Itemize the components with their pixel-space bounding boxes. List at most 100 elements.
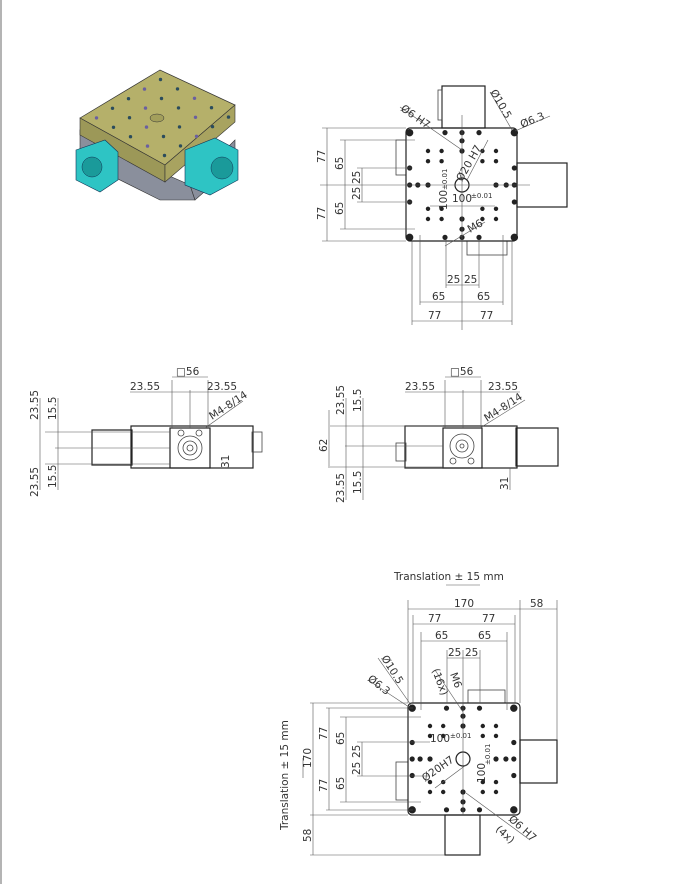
plate-hole [127,116,132,120]
side-view-right: □56 23.55 23.55 M4-8/14 23.55 15.5 23.55… [318,366,559,503]
plate-hole [111,125,116,129]
mounting-hole [493,756,499,762]
dim-label: 15.5 [352,389,364,412]
stage-body [404,425,518,469]
mounting-hole [427,733,433,739]
mounting-hole [409,739,415,746]
mounting-hole [405,233,414,242]
dim-label: 65 [334,157,346,170]
mounting-hole [417,756,423,762]
dim-label: 23.55 [335,385,347,415]
tolerance-label: ±0.01 [484,744,492,765]
mounting-hole [493,159,499,164]
hole-label: Ø6.3 [365,673,392,698]
thread-label: M6 [447,671,464,690]
dim-label: □56 [176,366,200,378]
plate-holes [94,77,231,158]
dim-label: 100 [452,193,472,205]
mounting-hole [493,723,499,729]
mounting-hole [427,789,433,795]
plate-hole [178,144,183,148]
mounting-hole [476,705,483,711]
dim-label: 65 [335,777,347,790]
dim-label: 15.5 [47,397,59,420]
mounting-hole [510,806,518,814]
dim-label: 62 [318,439,330,452]
dim-label: 58 [530,598,543,610]
dim-label: 77 [428,310,441,322]
dim-label: 25 [351,187,363,200]
dim-label: 100 [430,733,450,745]
dim-label: 65 [335,732,347,745]
dim-label: 23.55 [29,390,41,420]
top-plate-side [164,104,236,183]
tolerance-label: ±0.01 [441,169,449,190]
dim-label: 23.55 [29,467,41,497]
tolerance-label: ±0.01 [450,732,471,740]
mounting-hole [441,723,446,729]
mounting-hole [425,159,431,164]
thread-label: M4-8/14 [207,389,250,423]
plate-hole [145,144,150,148]
dim-label: 77 [480,310,493,322]
dim-label: 65 [478,630,491,642]
translation-y-label: Translation ± 15 mm [279,720,291,831]
motor-top [441,85,486,129]
mounting-hole [476,130,482,136]
plate-hole [177,125,182,129]
plate-hole [126,97,131,101]
mounting-hole [511,739,517,746]
tolerance-label: ±0.01 [471,192,492,200]
dim-label: 100 [438,190,450,210]
dim-label: 25 [351,762,363,775]
plate-hole [144,125,149,129]
mounting-hole [480,206,485,211]
mounting-hole [425,206,431,211]
mounting-hole [427,779,433,785]
mounting-holes [405,128,519,242]
dim-label: 100 [476,763,488,783]
plate-hole [143,106,148,110]
plate-hole [94,116,99,120]
isometric-view [75,69,239,201]
mounting-hole [427,756,433,762]
dim-label: 25 [465,647,478,659]
mounting-hole [511,772,517,779]
dim-label: 77 [318,779,330,792]
motor-right [519,739,558,784]
mounting-hole [480,789,485,795]
top-view: Ø6 H7 Ø10.5 Ø6.3 Ø20 H7 M6 100 ±0.01 100… [316,85,568,330]
dim-label: 15.5 [352,471,364,494]
dim-label: □56 [450,366,474,378]
dim-label: 170 [454,598,474,610]
plate-hole [128,135,133,139]
mounting-hole [441,733,446,739]
dim-label: 23.55 [488,381,518,393]
translation-x-label: Translation ± 15 mm [393,571,504,583]
bore-label: Ø20 H7 [454,143,484,183]
motor-flange [169,427,211,469]
plate-hole [210,125,215,129]
plate-hole [175,87,180,91]
mounting-hole [493,206,499,211]
dim-label: 31 [499,477,511,490]
mounting-hole [476,807,483,813]
mounting-hole [493,789,499,795]
dim-label: 65 [477,291,490,303]
mounting-hole [439,159,444,164]
dim-label: 77 [318,727,330,740]
stage-plate [407,702,521,816]
motor-flange [442,427,483,469]
hole-label: Ø10.5 [487,88,513,121]
plate-hole [158,77,163,82]
dim-label: 77 [428,613,441,625]
mounting-hole [409,756,415,762]
mounting-hole [425,148,431,154]
motor-bottom [444,814,481,856]
plate-hole [176,106,181,110]
mounting-hole [443,705,450,711]
mounting-hole [427,723,433,729]
plate-hole [162,153,167,158]
motor-y-bore [210,156,234,180]
mounting-hole [439,148,444,154]
